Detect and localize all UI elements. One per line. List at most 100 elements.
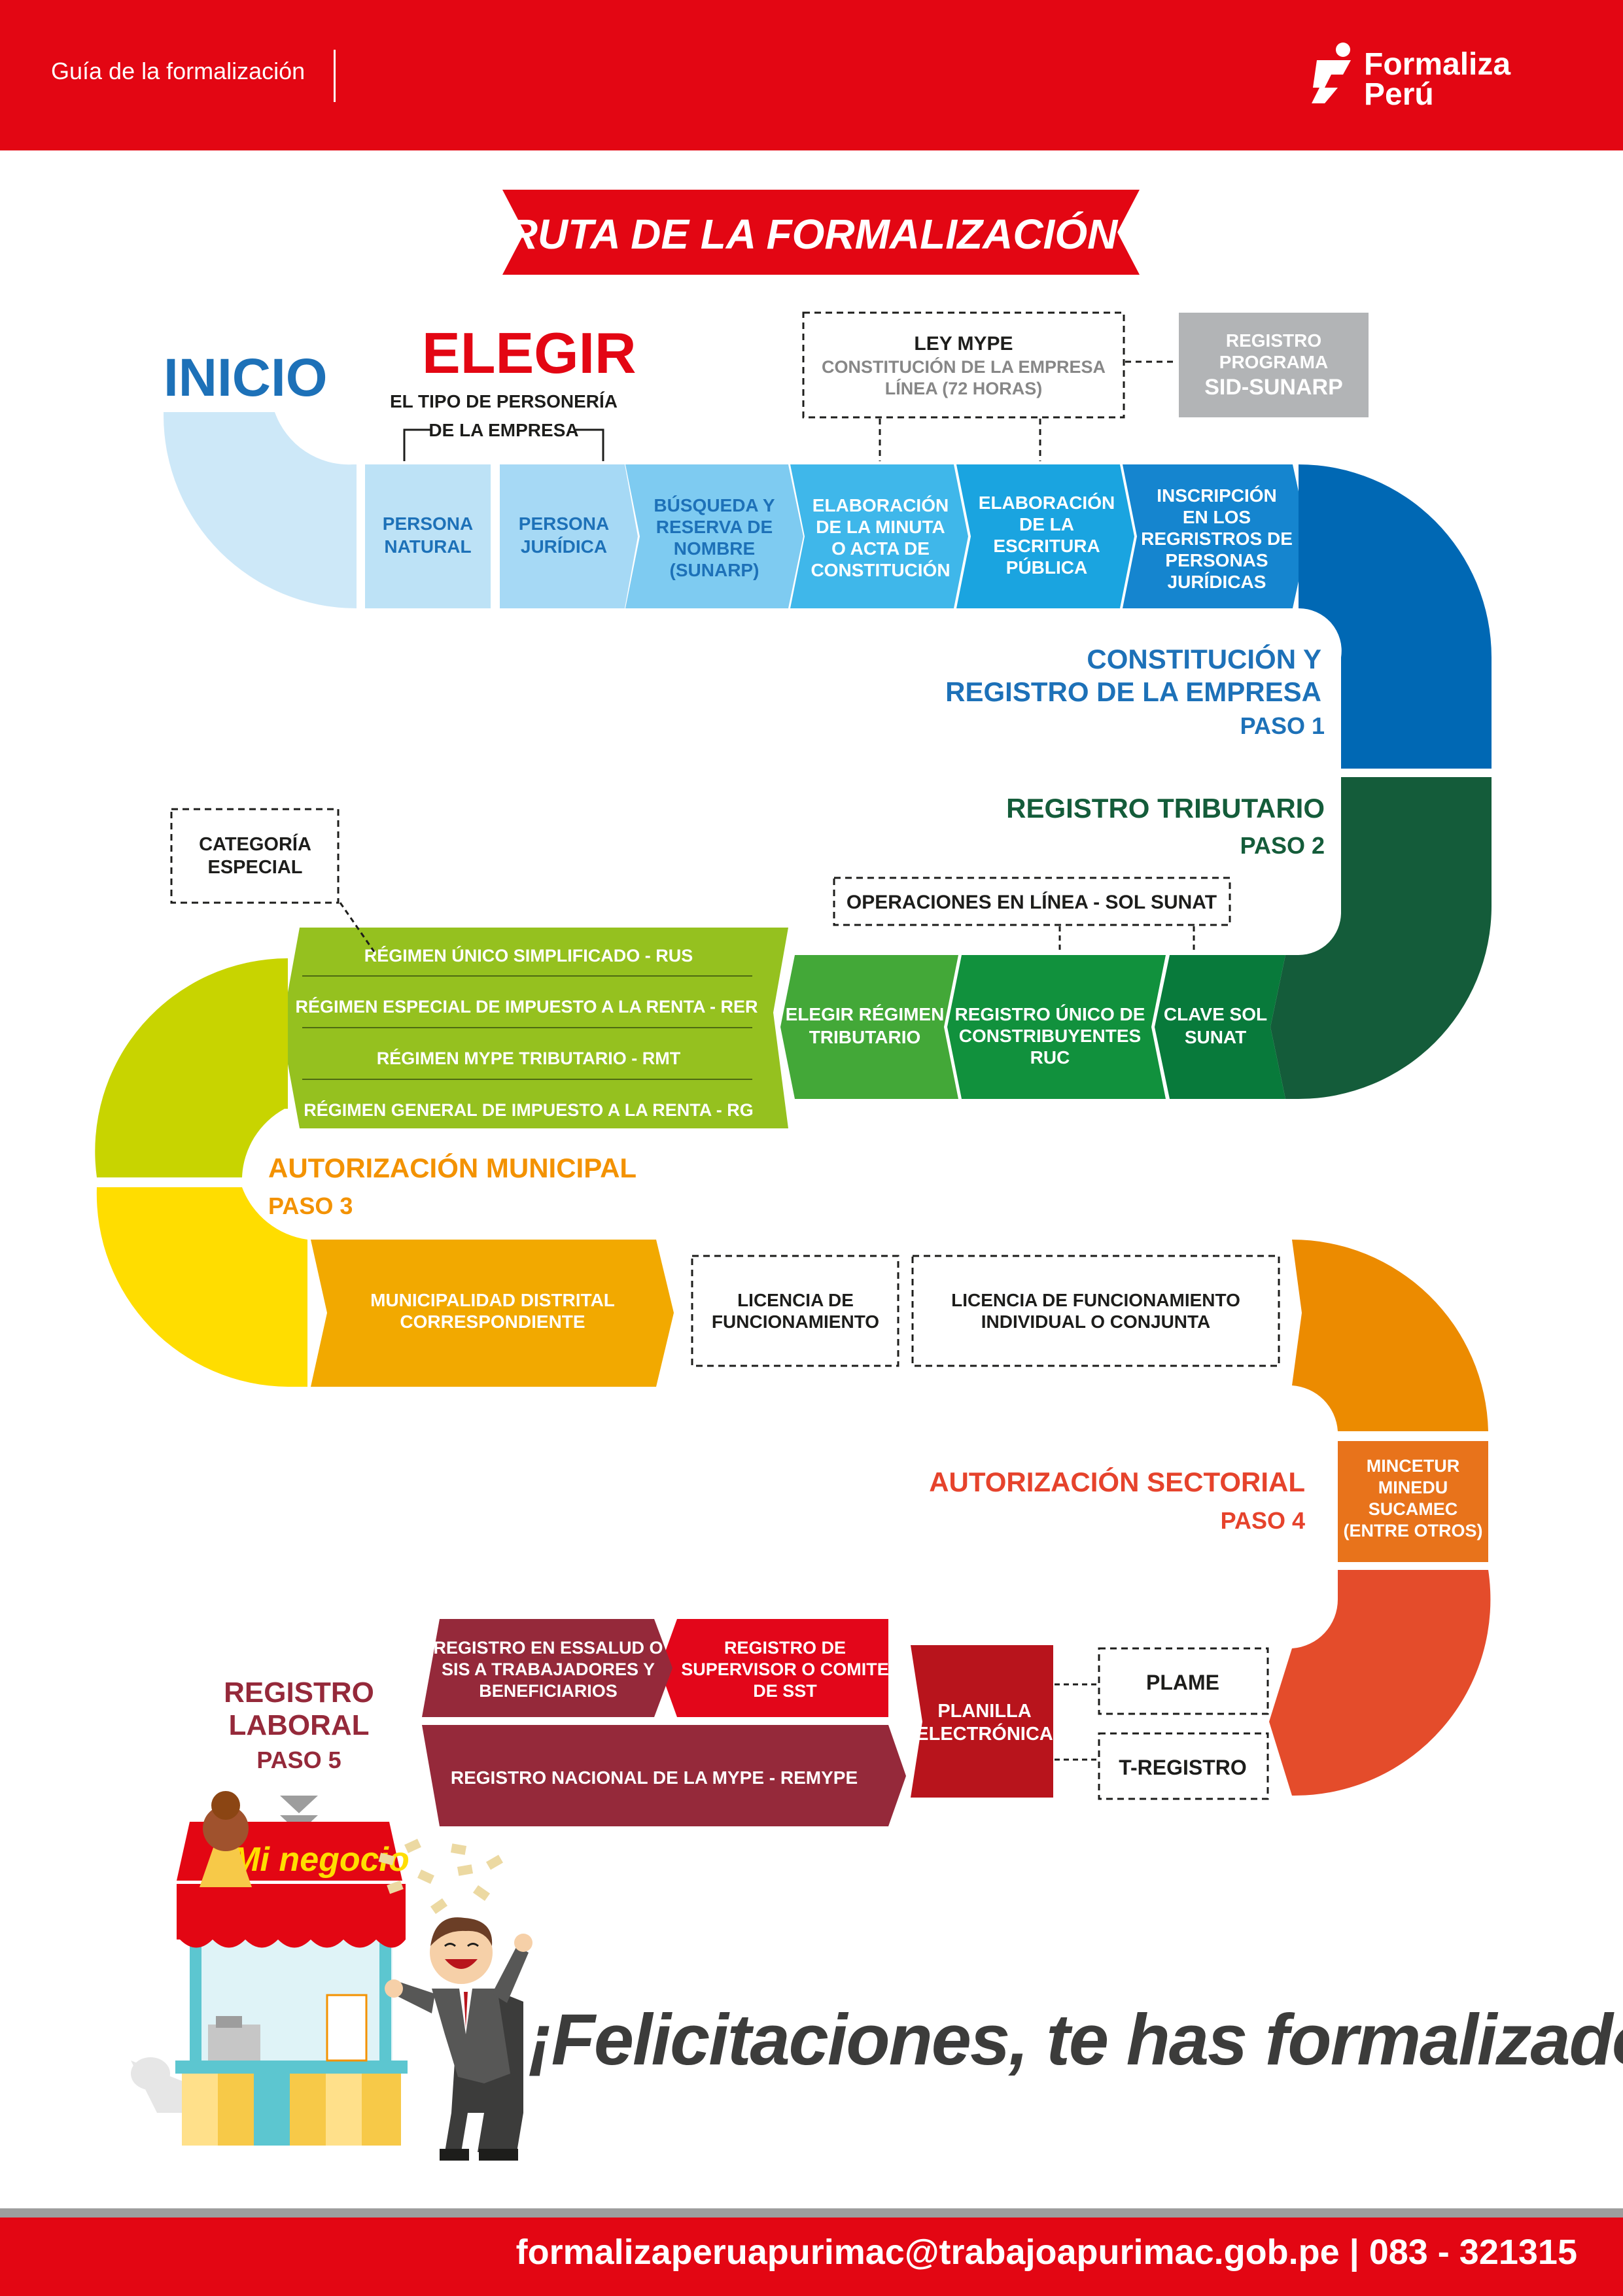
cell-text: CORRESPONDIENTE: [400, 1312, 585, 1332]
categoria-line: ESPECIAL: [207, 857, 302, 878]
regime-rg: RÉGIMEN GENERAL DE IMPUESTO A LA RENTA -…: [304, 1100, 754, 1120]
cell-minuta: [790, 464, 968, 608]
cell-text: MUNICIPALIDAD DISTRITAL: [370, 1290, 615, 1310]
ley-mype-connectors: [879, 360, 1178, 461]
curve-step4-upper: [1292, 1240, 1488, 1431]
elegir-bracket: [403, 428, 604, 461]
market-stall-illustration: Mi negocio: [131, 1791, 410, 2146]
categoria-connector: [339, 902, 375, 952]
step4-paso: PASO 4: [1221, 1507, 1305, 1534]
cell-text: REGISTRO ÚNICO DE: [955, 1004, 1145, 1024]
step5-title-1: REGISTRO: [224, 1677, 374, 1709]
regime-rus: RÉGIMEN ÚNICO SIMPLIFICADO - RUS: [364, 945, 693, 965]
cell-persona-natural: [365, 464, 491, 608]
curve-step3-upper: [95, 958, 288, 1177]
curve-step1: [1299, 464, 1492, 769]
cell-text: REGISTRO NACIONAL DE LA MYPE - REMYPE: [451, 1767, 858, 1788]
cell-persona-juridica: [500, 464, 638, 608]
cell-text: NATURAL: [384, 536, 471, 557]
step1-paso: PASO 1: [1240, 712, 1325, 739]
step3-title: AUTORIZACIÓN MUNICIPAL: [268, 1152, 637, 1183]
licencia-individual-box: [911, 1255, 1280, 1367]
elegir-sub-2: DE LA EMPRESA: [428, 420, 578, 440]
registro-programa-line: SID-SUNARP: [1204, 375, 1343, 400]
cell-text: (SUNARP): [670, 560, 759, 580]
step3-paso: PASO 3: [268, 1192, 353, 1219]
cell-text: PERSONA: [519, 513, 609, 534]
categoria-box: [170, 808, 340, 904]
registro-programa-line: PROGRAMA: [1219, 352, 1328, 372]
cell-text: ELECTRÓNICA: [916, 1722, 1053, 1745]
elegir-sub-1: EL TIPO DE PERSONERÍA: [390, 391, 618, 411]
operaciones-text: OPERACIONES EN LÍNEA - SOL SUNAT: [846, 891, 1217, 913]
cell-text: DE LA MINUTA: [816, 517, 945, 537]
cell-text: ELABORACIÓN: [812, 495, 949, 515]
cell-inscripcion: [1123, 464, 1308, 608]
licencia-box: [691, 1255, 899, 1367]
cell-text: PLANILLA: [937, 1701, 1031, 1722]
curve-step2: [1270, 777, 1492, 1099]
formaliza-logo-icon: [1312, 43, 1351, 103]
cell-text: PERSONAS: [1165, 550, 1268, 570]
cell-text: NOMBRE: [674, 538, 755, 559]
step2-title: REGISTRO TRIBUTARIO: [1006, 793, 1325, 824]
registro-programa-box: [1179, 313, 1369, 417]
regimes-dividers: [302, 975, 752, 1080]
cell-text: O ACTA DE: [831, 538, 930, 559]
cell-text: TRIBUTARIO: [809, 1027, 921, 1047]
ley-mype-title: LEY MYPE: [914, 333, 1013, 355]
tregistro-box: [1098, 1732, 1269, 1800]
cell-text: CLAVE SOL: [1164, 1004, 1267, 1024]
registro-programa-line: REGISTRO: [1226, 330, 1321, 351]
curve-step5: [1269, 1570, 1491, 1796]
cell-text: SUPERVISOR O COMITE: [681, 1660, 889, 1679]
businessman-illustration: [378, 1839, 532, 2161]
cell-text: JURÍDICAS: [1168, 572, 1266, 592]
curve-step3-lower: [96, 1187, 307, 1387]
sectorial-box: [1338, 1441, 1488, 1562]
guide-label: Guía de la formalización: [51, 58, 305, 84]
sectorial-line: SUCAMEC: [1369, 1499, 1458, 1519]
stall-awning: [177, 1884, 406, 1939]
licencia-line: FUNCIONAMIENTO: [712, 1312, 879, 1332]
sectorial-line: MINCETUR: [1367, 1456, 1460, 1476]
cash-register-icon: [208, 2025, 260, 2061]
cell-text: ELEGIR RÉGIMEN: [786, 1004, 945, 1024]
header-divider: [334, 50, 336, 102]
step2-paso: PASO 2: [1240, 832, 1325, 859]
cell-text: JURÍDICA: [521, 536, 607, 557]
operaciones-connectors: [1058, 926, 1195, 954]
cell-text: INSCRIPCIÓN: [1157, 485, 1277, 506]
licencia-line: LICENCIA DE: [737, 1290, 854, 1310]
regime-rmt: RÉGIMEN MYPE TRIBUTARIO - RMT: [377, 1048, 681, 1068]
sectorial-line: MINEDU: [1378, 1478, 1448, 1497]
header-bar: [0, 0, 1623, 150]
face: [430, 1921, 493, 1984]
operaciones-box: [833, 877, 1231, 926]
footer-contact: formalizaperuapurimac@trabajoapurimac.go…: [515, 2233, 1577, 2272]
planilla-connectors: [1055, 1683, 1098, 1761]
ley-mype-box: [802, 311, 1125, 419]
categoria-line: CATEGORÍA: [199, 833, 311, 855]
plame-text: PLAME: [1146, 1671, 1219, 1694]
start-curve: [164, 412, 357, 608]
title-banner: RUTA DE LA FORMALIZACIÓN: [502, 190, 1140, 275]
step5-paso: PASO 5: [256, 1747, 341, 1773]
cell-text: ESCRITURA: [993, 536, 1100, 556]
cell-elegir-regimen: [780, 955, 958, 1099]
suit: [432, 1989, 510, 2083]
cell-text: CONSTITUCIÓN: [811, 560, 950, 580]
cell-text: ELABORACIÓN: [979, 493, 1115, 513]
cell-essalud: [422, 1619, 672, 1717]
menu-board: [326, 1994, 368, 2062]
cell-text: SIS A TRABAJADORES Y: [442, 1660, 655, 1679]
congrats-text: ¡Felicitaciones, te has formalizado!: [529, 2000, 1623, 2080]
regime-rer: RÉGIMEN ESPECIAL DE IMPUESTO A LA RENTA …: [295, 996, 758, 1017]
logo-text: Formaliza Perú: [1364, 49, 1510, 112]
logo-line-2: Perú: [1364, 77, 1434, 112]
cell-supervisor: [659, 1619, 888, 1717]
footer-divider: [0, 2208, 1623, 2218]
step1-title-1: CONSTITUCIÓN Y: [1087, 643, 1321, 674]
cell-text: PÚBLICA: [1006, 557, 1087, 578]
